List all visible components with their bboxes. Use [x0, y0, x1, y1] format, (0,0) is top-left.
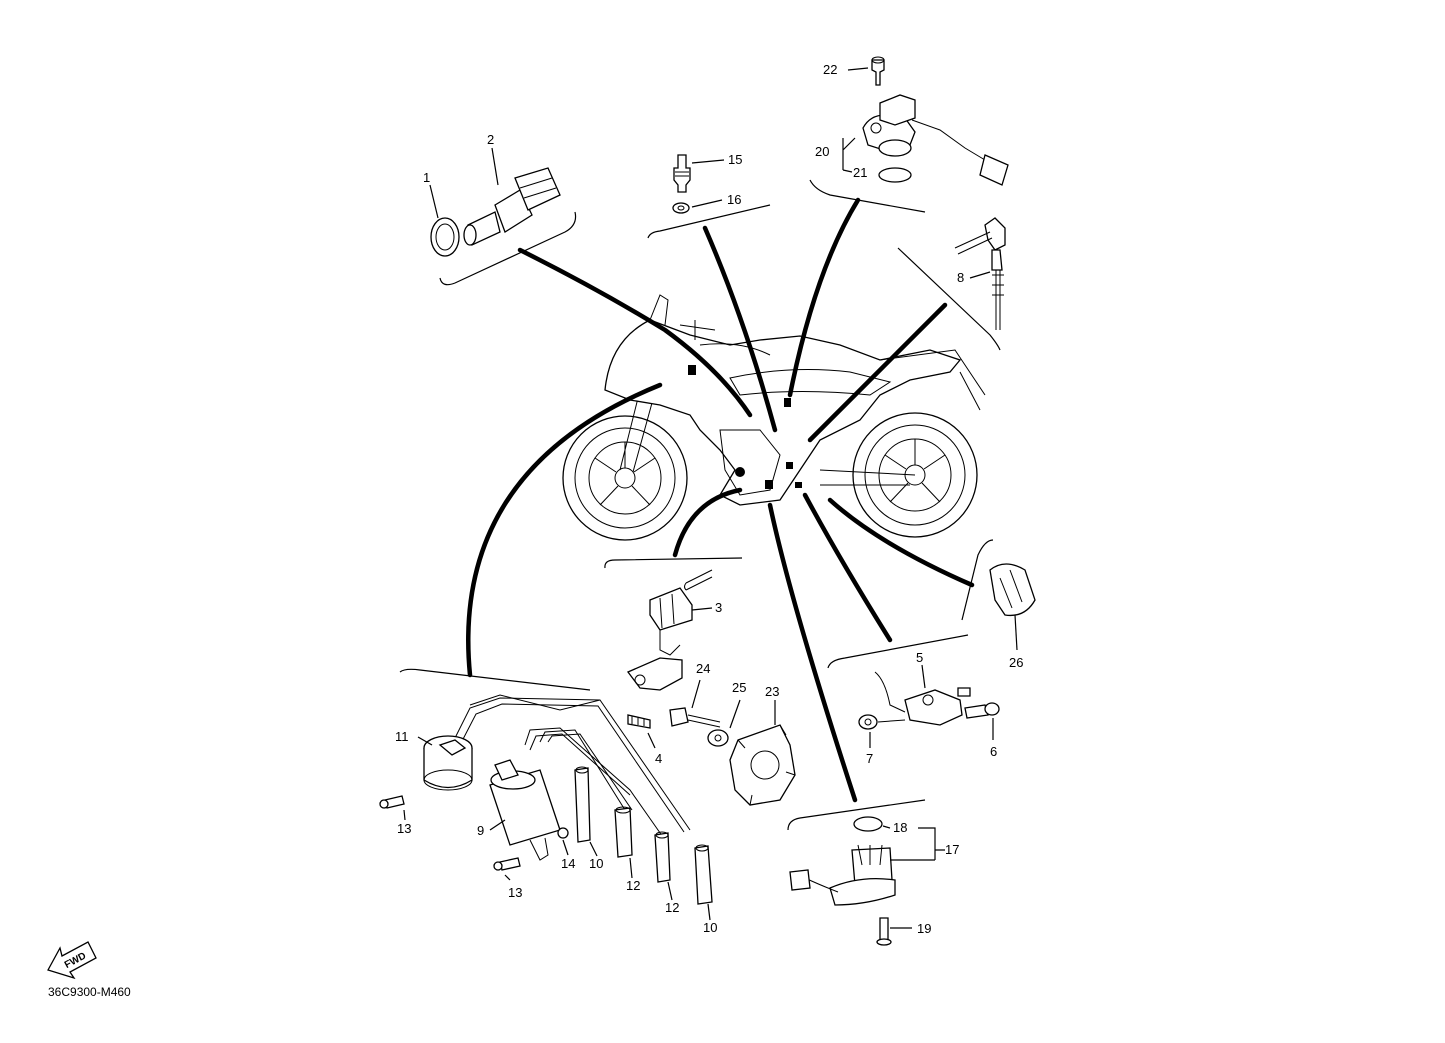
- ignition-coil-group: [379, 694, 713, 921]
- callout-23: 23: [765, 684, 779, 699]
- sensor-5-6-7-group: [858, 664, 1000, 748]
- callout-16: 16: [727, 192, 741, 207]
- callout-24: 24: [696, 661, 710, 676]
- callout-13-upper: 13: [397, 821, 411, 836]
- callout-2: 2: [487, 132, 494, 147]
- callout-14: 14: [561, 856, 575, 871]
- callout-1: 1: [423, 170, 430, 185]
- sensor-20-21-22-group: [842, 56, 1009, 186]
- fwd-arrow-icon: FWD: [47, 941, 97, 980]
- leader-lines: [466, 197, 975, 803]
- callout-22: 22: [823, 62, 837, 77]
- callout-10-left: 10: [589, 856, 603, 871]
- pickup-coil-group: [626, 569, 796, 806]
- clamp-26-group: [989, 563, 1036, 651]
- callout-12-right: 12: [665, 900, 679, 915]
- callout-10-right: 10: [703, 920, 717, 935]
- callout-6: 6: [990, 744, 997, 759]
- cable-8-group: [954, 217, 1006, 330]
- callout-labels: 1 2 3 4 5 6 7 8 9 10 10 11 12 12 13 13 1…: [395, 62, 1023, 936]
- callout-18: 18: [893, 820, 907, 835]
- switch-15-16-group: [672, 154, 725, 214]
- callout-5: 5: [916, 650, 923, 665]
- callout-26: 26: [1009, 655, 1023, 670]
- callout-7: 7: [866, 751, 873, 766]
- callout-4: 4: [655, 751, 662, 766]
- motorcycle-illustration: [562, 294, 986, 541]
- sensor-17-18-19-group: [789, 816, 945, 946]
- group-frames: [399, 179, 1001, 831]
- diagram-code: 36C9300-M460: [48, 985, 131, 999]
- callout-9: 9: [477, 823, 484, 838]
- callout-12-left: 12: [626, 878, 640, 893]
- callout-25: 25: [732, 680, 746, 695]
- callout-20: 20: [815, 144, 829, 159]
- callout-11: 11: [395, 729, 409, 744]
- callout-21: 21: [853, 165, 867, 180]
- callout-19: 19: [917, 921, 931, 936]
- callout-13-lower: 13: [508, 885, 522, 900]
- callout-17: 17: [945, 842, 959, 857]
- callout-8: 8: [957, 270, 964, 285]
- callout-15: 15: [728, 152, 742, 167]
- temperature-sensor-group: [429, 147, 561, 257]
- callout-3: 3: [715, 600, 722, 615]
